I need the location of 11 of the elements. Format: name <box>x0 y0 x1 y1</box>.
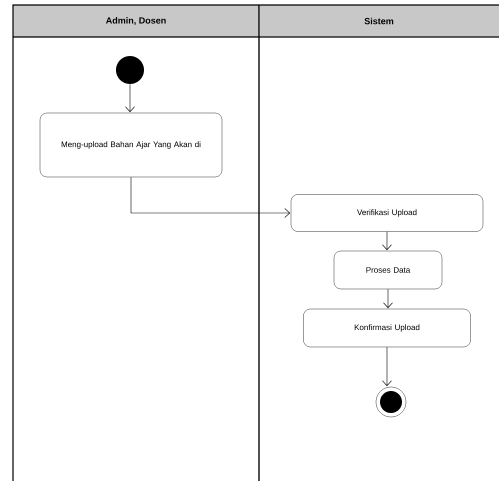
start-node <box>116 56 144 84</box>
arrow <box>125 84 135 112</box>
activity-box: Meng-upload Bahan Ajar Yang Akan di <box>40 112 222 178</box>
activity-box: Proses Data <box>334 250 442 290</box>
arrow <box>130 176 290 218</box>
activity-box: Konfirmasi Upload <box>303 308 471 348</box>
end-node <box>376 386 406 418</box>
arrow <box>382 231 392 250</box>
arrow <box>382 346 392 386</box>
arrow <box>383 288 393 308</box>
activity-box: Verifikasi Upload <box>290 194 484 232</box>
